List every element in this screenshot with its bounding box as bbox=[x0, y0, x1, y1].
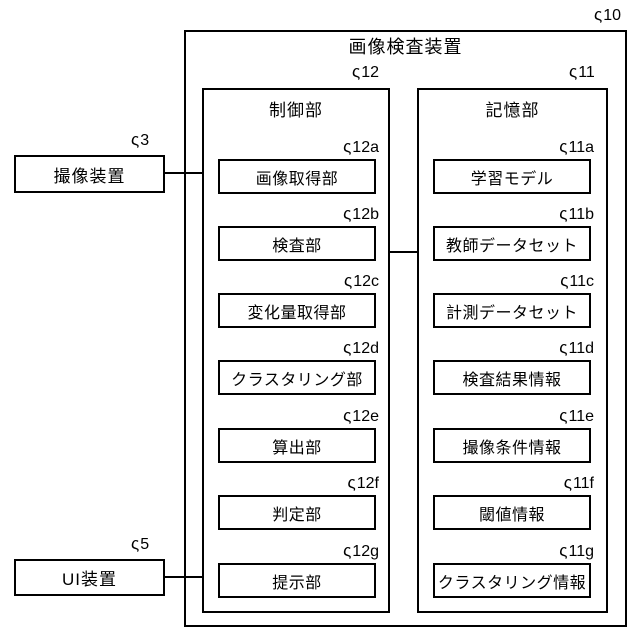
calculation-unit-box: 算出部 bbox=[218, 428, 376, 463]
ref-label-3: 3 bbox=[131, 130, 149, 151]
ui-device-box: UI装置 bbox=[14, 559, 165, 596]
ref-label-12e: 12e bbox=[343, 406, 379, 427]
teacher-dataset-box: 教師データセット bbox=[433, 226, 591, 261]
ref-label-11d: 11d bbox=[559, 338, 594, 359]
determination-unit-box: 判定部 bbox=[218, 495, 376, 530]
image-acquisition-unit-box: 画像取得部 bbox=[218, 159, 376, 194]
storage-unit-box: 記憶部 11a 学習モデル 11b 教師データセット 11c 計測データセット … bbox=[417, 88, 608, 613]
ref-label-12a: 12a bbox=[343, 137, 379, 158]
ref-label-11g: 11g bbox=[559, 541, 594, 562]
threshold-info-box: 閾値情報 bbox=[433, 495, 591, 530]
ref-label-12c: 12c bbox=[344, 271, 379, 292]
cell-presentation-unit: 12g 提示部 bbox=[218, 541, 379, 598]
ref-label-11b: 11b bbox=[559, 204, 594, 225]
cell-determination-unit: 12f 判定部 bbox=[218, 473, 379, 530]
clustering-unit-box: クラスタリング部 bbox=[218, 360, 376, 395]
ref-label-11e: 11e bbox=[559, 406, 594, 427]
storage-unit-title: 記憶部 bbox=[485, 101, 540, 120]
ref-label-5: 5 bbox=[131, 534, 149, 555]
ref-label-11c: 11c bbox=[560, 271, 594, 292]
ref-label-11f: 11f bbox=[564, 473, 594, 494]
ref-label-10: 10 bbox=[594, 5, 621, 26]
image-inspection-device-title: 画像検査装置 bbox=[348, 37, 463, 57]
ref-label-12f: 12f bbox=[348, 473, 379, 494]
cell-teacher-dataset: 11b 教師データセット bbox=[433, 204, 594, 261]
cell-image-acquisition-unit: 12a 画像取得部 bbox=[218, 137, 379, 194]
cell-clustering-unit: 12d クラスタリング部 bbox=[218, 338, 379, 395]
cell-inspection-unit: 12b 検査部 bbox=[218, 204, 379, 261]
control-unit-box: 制御部 12a 画像取得部 12b 検査部 12c 変化量取得部 12d クラス… bbox=[202, 88, 390, 613]
measurement-dataset-box: 計測データセット bbox=[433, 293, 591, 328]
cell-learning-model: 11a 学習モデル bbox=[433, 137, 594, 194]
cell-threshold-info: 11f 閾値情報 bbox=[433, 473, 594, 530]
imaging-condition-info-box: 撮像条件情報 bbox=[433, 428, 591, 463]
cell-imaging-condition-info: 11e 撮像条件情報 bbox=[433, 406, 594, 463]
cell-calculation-unit: 12e 算出部 bbox=[218, 406, 379, 463]
cell-change-amount-acquisition-unit: 12c 変化量取得部 bbox=[218, 271, 379, 328]
inspection-result-info-box: 検査結果情報 bbox=[433, 360, 591, 395]
cell-inspection-result-info: 11d 検査結果情報 bbox=[433, 338, 594, 395]
change-amount-acquisition-unit-box: 変化量取得部 bbox=[218, 293, 376, 328]
ref-label-11: 11 bbox=[569, 62, 595, 83]
cell-measurement-dataset: 11c 計測データセット bbox=[433, 271, 594, 328]
ref-label-11a: 11a bbox=[559, 137, 594, 158]
inspection-unit-box: 検査部 bbox=[218, 226, 376, 261]
presentation-unit-box: 提示部 bbox=[218, 563, 376, 598]
imaging-device-box: 撮像装置 bbox=[14, 155, 165, 193]
ref-label-12d: 12d bbox=[343, 338, 379, 359]
ref-label-12g: 12g bbox=[343, 541, 379, 562]
connector-imaging-to-control bbox=[165, 172, 204, 174]
ref-label-12: 12 bbox=[352, 62, 379, 83]
cell-clustering-info: 11g クラスタリング情報 bbox=[433, 541, 594, 598]
connector-ui-to-control bbox=[165, 576, 204, 578]
ref-label-12b: 12b bbox=[343, 204, 379, 225]
clustering-info-box: クラスタリング情報 bbox=[433, 563, 591, 598]
connector-control-to-storage bbox=[388, 251, 419, 253]
control-unit-title: 制御部 bbox=[269, 101, 323, 120]
learning-model-box: 学習モデル bbox=[433, 159, 591, 194]
